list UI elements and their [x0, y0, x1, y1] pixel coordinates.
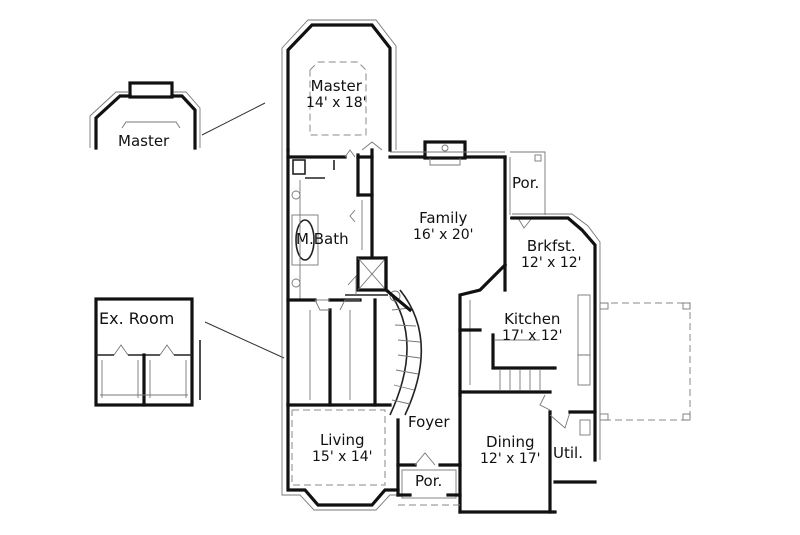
room-name: Dining — [486, 433, 535, 451]
room-dimensions: 12' x 17' — [480, 451, 541, 467]
room-label-front-porch: Por. — [415, 473, 442, 490]
room-name: Por. — [512, 174, 540, 192]
room-name: Por. — [415, 472, 443, 490]
room-name: Brkfst. — [526, 237, 576, 255]
room-name: Util. — [553, 444, 583, 462]
room-name: Master — [118, 132, 170, 150]
room-label-alt-master: Master — [118, 133, 169, 150]
room-name: M.Bath — [296, 230, 349, 248]
room-name: Ex. Room — [99, 309, 175, 328]
room-name: Family — [419, 209, 468, 227]
room-dimensions: 12' x 12' — [521, 255, 582, 271]
room-dimensions: 17' x 12' — [502, 328, 563, 344]
room-label-util: Util. — [553, 445, 583, 462]
room-label-kitchen: Kitchen 17' x 12' — [502, 311, 563, 345]
ex-room-inset — [94, 297, 201, 407]
room-name: Master — [310, 77, 362, 95]
room-dimensions: 15' x 14' — [312, 449, 373, 465]
room-name: Living — [319, 431, 365, 449]
room-label-dining: Dining 12' x 17' — [480, 434, 541, 468]
room-label-rear-porch: Por. — [512, 175, 539, 192]
room-label-living: Living 15' x 14' — [312, 432, 373, 466]
room-dimensions: 14' x 18' — [306, 95, 367, 111]
room-label-foyer: Foyer — [408, 414, 450, 431]
main-plan — [281, 19, 691, 514]
ex-room-leader — [204, 321, 285, 359]
room-label-mbath: M.Bath — [296, 231, 349, 248]
room-name: Foyer — [408, 413, 450, 431]
alt-master-inset — [89, 81, 201, 150]
room-label-brkfst: Brkfst. 12' x 12' — [521, 238, 582, 272]
room-dimensions: 16' x 20' — [413, 227, 474, 243]
room-label-master: Master 14' x 18' — [306, 78, 367, 112]
room-label-ex-room: Ex. Room — [99, 310, 174, 327]
room-label-family: Family 16' x 20' — [413, 210, 474, 244]
room-name: Kitchen — [504, 310, 561, 328]
alt-master-leader — [201, 102, 266, 136]
